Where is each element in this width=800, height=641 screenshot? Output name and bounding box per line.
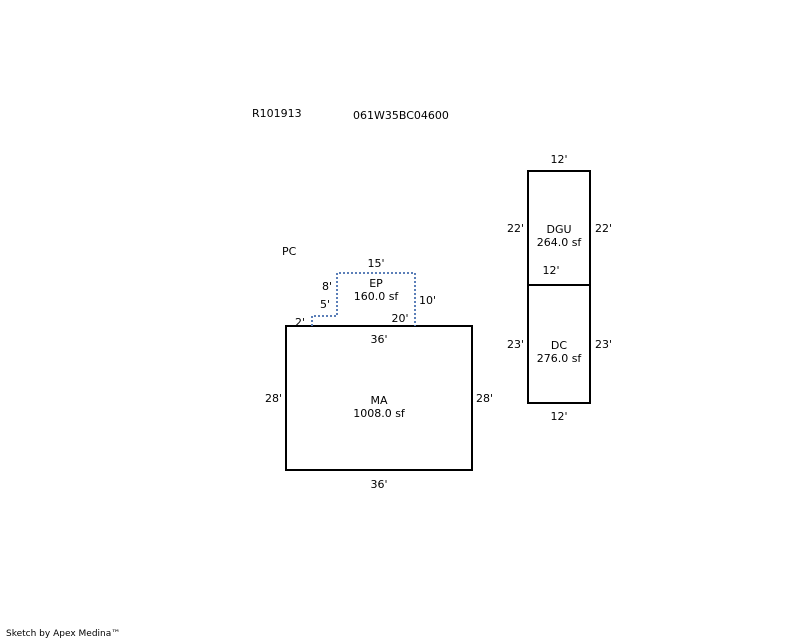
- garage-area-size: 264.0 sf: [536, 236, 582, 249]
- porch-step-dimension: 2': [294, 316, 305, 329]
- porch-top-dimension: 15': [367, 257, 385, 270]
- carport-area-label: DC 276.0 sf: [537, 339, 582, 365]
- main-area-right-dimension: 28': [476, 392, 494, 405]
- garage-area-name: DGU: [546, 223, 572, 236]
- carport-outline: [527, 284, 591, 404]
- main-area-bottom-dimension: 36': [370, 478, 388, 491]
- carport-right-dimension: 23': [595, 338, 613, 351]
- main-area-left-dimension: 28': [264, 392, 282, 405]
- main-area-outline: [285, 325, 473, 471]
- pc-label: PC: [282, 245, 297, 258]
- enclosed-porch-outline: [311, 272, 416, 326]
- porch-area-size: 160.0 sf: [353, 290, 399, 303]
- parcel-id: R101913: [252, 107, 302, 120]
- main-area-name: MA: [370, 394, 388, 407]
- porch-left-lower-dimension: 5': [319, 298, 330, 311]
- porch-area-name: EP: [369, 277, 383, 290]
- garage-top-dimension: 12': [550, 153, 568, 166]
- porch-left-upper-dimension: 8': [321, 280, 332, 293]
- porch-right-dimension: 10': [419, 294, 437, 307]
- carport-area-size: 276.0 sf: [536, 352, 582, 365]
- carport-left-dimension: 23': [506, 338, 524, 351]
- porch-area-label: EP 160.0 sf: [354, 277, 399, 303]
- garage-area-label: DGU 264.0 sf: [537, 223, 582, 249]
- main-area-label: MA 1008.0 sf: [353, 394, 405, 420]
- garage-right-dimension: 22': [595, 222, 613, 235]
- carport-area-name: DC: [550, 339, 568, 352]
- carport-bottom-dimension: 12': [550, 410, 568, 423]
- porch-bottom-dimension: 20': [391, 312, 409, 325]
- main-area-top-dimension: 36': [370, 333, 388, 346]
- main-area-size: 1008.0 sf: [353, 407, 405, 420]
- map-number: 061W35BC04600: [353, 109, 449, 122]
- sketch-credit: Sketch by Apex Medina™: [6, 629, 121, 639]
- garage-left-dimension: 22': [506, 222, 524, 235]
- garage-bottom-dimension: 12': [542, 264, 560, 277]
